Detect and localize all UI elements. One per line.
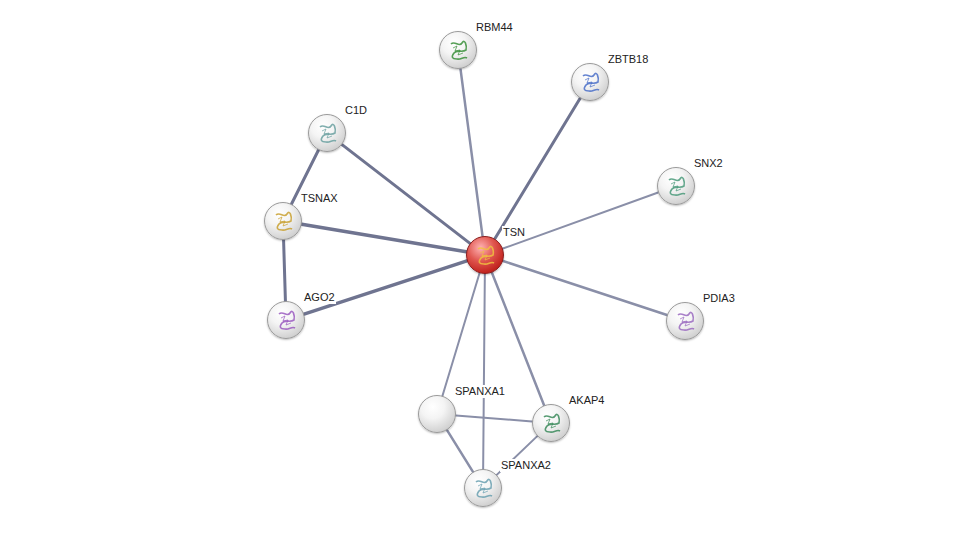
interaction-edge (342, 145, 470, 244)
node-label: ZBTB18 (607, 53, 649, 66)
protein-node: SNX2 (657, 167, 695, 205)
node-circle (666, 302, 704, 340)
protein-node: C1D (308, 114, 346, 152)
node-circle (439, 31, 477, 69)
node-circle (267, 301, 305, 339)
node-label: PDIA3 (702, 292, 736, 305)
interaction-edge (302, 224, 467, 252)
node-label: AGO2 (303, 291, 336, 304)
interaction-edge (442, 273, 479, 396)
node-label: C1D (344, 104, 368, 117)
node-circle (264, 202, 302, 240)
interaction-edge (304, 261, 467, 314)
interaction-edge (284, 240, 286, 301)
node-circle (466, 236, 504, 274)
interaction-edge (503, 261, 667, 315)
structure-icon (658, 168, 695, 205)
protein-node: ZBTB18 (571, 63, 609, 101)
protein-node: SPANXA2 (464, 469, 502, 507)
structure-icon (268, 302, 305, 339)
structure-icon (667, 303, 704, 340)
node-label: RBM44 (475, 21, 514, 34)
node-circle (418, 395, 456, 433)
node-label: SPANXA2 (500, 459, 552, 472)
structure-icon (572, 64, 609, 101)
interaction-edge (447, 430, 473, 472)
node-circle (308, 114, 346, 152)
interaction-edge (460, 69, 482, 236)
structure-icon (465, 470, 502, 507)
structure-icon (467, 237, 504, 274)
node-label: AKAP4 (568, 394, 605, 407)
structure-icon (309, 115, 346, 152)
interaction-edge (503, 192, 658, 248)
protein-node: TSN (466, 236, 504, 274)
node-label: SNX2 (693, 157, 724, 170)
node-label: SPANXA1 (454, 385, 506, 398)
protein-node: PDIA3 (666, 302, 704, 340)
interaction-edge (483, 274, 485, 469)
interaction-edge (495, 98, 580, 239)
interaction-edge (456, 415, 532, 421)
structure-icon (440, 32, 477, 69)
node-circle (464, 469, 502, 507)
protein-node: AGO2 (267, 301, 305, 339)
protein-node: AKAP4 (532, 404, 570, 442)
structure-icon (533, 405, 570, 442)
node-label: TSNAX (300, 192, 339, 205)
node-circle (571, 63, 609, 101)
node-circle (532, 404, 570, 442)
protein-node: SPANXA1 (418, 395, 456, 433)
protein-node: RBM44 (439, 31, 477, 69)
protein-node: TSNAX (264, 202, 302, 240)
node-circle (657, 167, 695, 205)
node-label: TSN (502, 226, 526, 239)
structure-icon (265, 203, 302, 240)
